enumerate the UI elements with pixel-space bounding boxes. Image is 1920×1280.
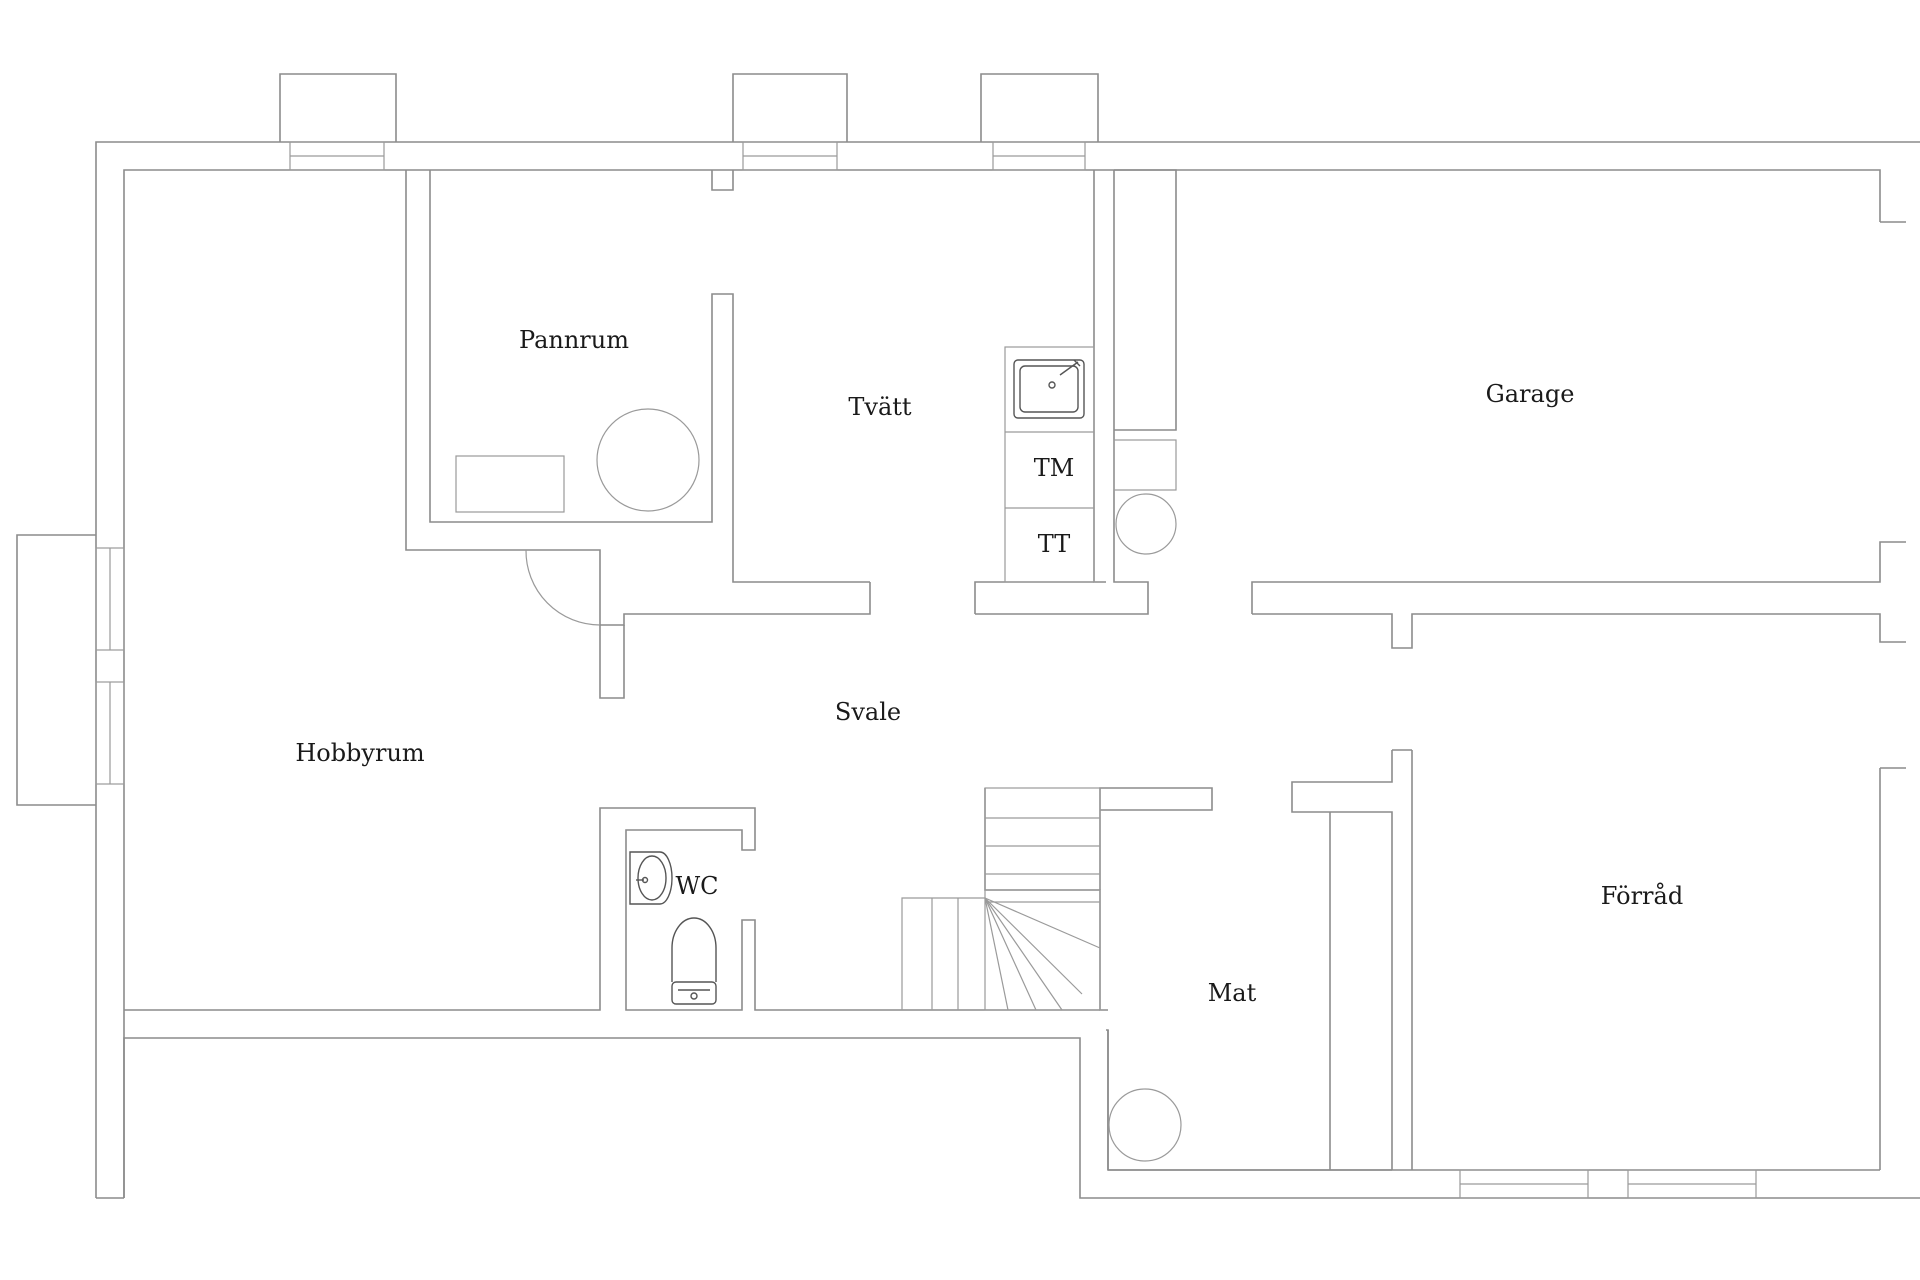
label-svale: Svale [835,698,901,726]
pannrum-fixtures [455,408,700,513]
toilet-icon [671,917,717,1005]
label-forrad: Förråd [1601,881,1683,910]
label-mat: Mat [1208,979,1257,1007]
stairs-icon [901,787,1101,1011]
wc-basin-icon [629,851,673,905]
windows-bottom [1459,1169,1757,1199]
left-bay [16,534,125,806]
door-swing [525,549,601,626]
label-tvatt: Tvätt [848,393,912,421]
storage-walls [1291,749,1906,1170]
label-garage: Garage [1486,380,1575,408]
sink-icon [1013,359,1085,419]
label-tt: TT [1038,530,1070,558]
mat-walls [984,787,1392,1171]
label-tm: TM [1034,454,1075,482]
top-bays [279,73,1099,142]
garage-walls [1113,169,1906,649]
outer-walls [95,141,1920,1199]
windows-top [289,141,1086,171]
wc-walls [124,807,1100,1011]
label-hobbyrum: Hobbyrum [295,739,425,767]
room-labels: Pannrum Tvätt Garage TM TT Svale Hobbyru… [295,326,1683,1007]
pannrum-walls [405,170,871,699]
label-pannrum: Pannrum [519,326,629,354]
label-wc: WC [675,872,718,900]
